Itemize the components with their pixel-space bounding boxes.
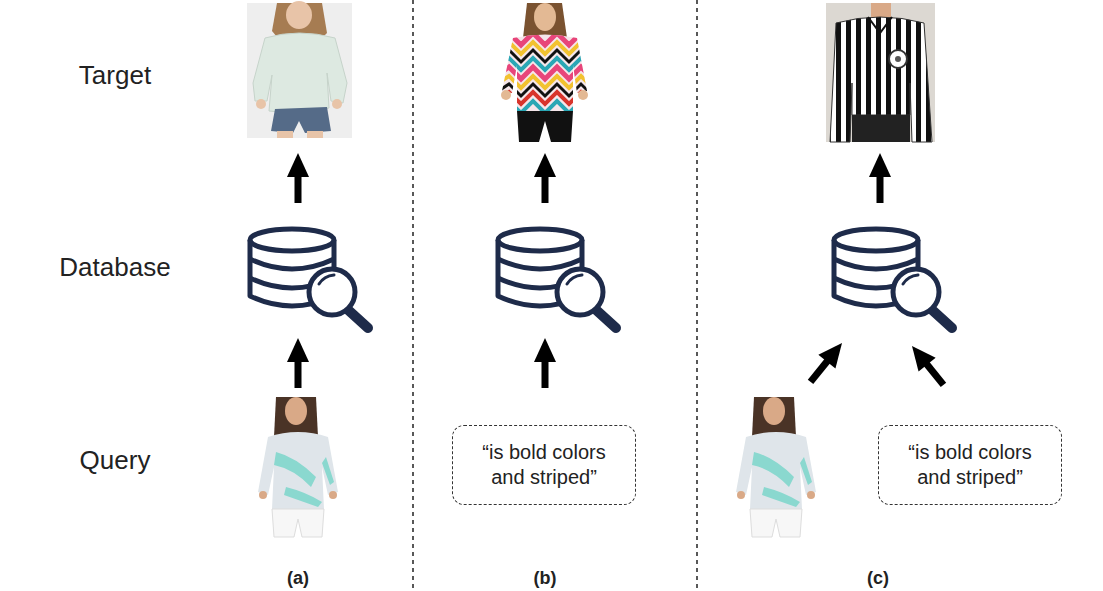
up-arrow bbox=[869, 153, 891, 203]
tie-dye bbox=[274, 452, 316, 487]
database-icon bbox=[498, 229, 616, 328]
panel-label-box: (b) bbox=[534, 568, 557, 589]
shorts bbox=[271, 107, 331, 133]
panel-label: (c) bbox=[867, 568, 889, 588]
photo-background bbox=[826, 3, 935, 142]
face bbox=[286, 1, 312, 29]
target-photo bbox=[826, 3, 935, 142]
diagonal-arrow bbox=[802, 336, 851, 389]
row-label: Database bbox=[59, 252, 170, 282]
query-photo bbox=[256, 397, 340, 537]
tie-dye bbox=[762, 487, 800, 507]
up-arrow bbox=[534, 153, 556, 203]
striped-shirt bbox=[830, 17, 932, 142]
panel-label: (b) bbox=[534, 568, 557, 588]
panel-label-box: (c) bbox=[867, 568, 889, 589]
collar bbox=[868, 17, 892, 33]
hand bbox=[332, 99, 342, 109]
up-arrow bbox=[287, 153, 309, 203]
row-label-box: Target bbox=[79, 60, 151, 91]
hand bbox=[737, 491, 745, 499]
photo-background bbox=[497, 3, 592, 142]
blouse bbox=[736, 432, 816, 509]
database-icon bbox=[250, 229, 368, 328]
row-label-box: Query bbox=[80, 445, 151, 476]
panel-label-box: (a) bbox=[287, 568, 309, 589]
database-icon bbox=[834, 229, 952, 328]
flower-print bbox=[895, 56, 901, 62]
row-label: Target bbox=[79, 60, 151, 90]
trousers bbox=[272, 509, 324, 537]
query-text: “is bold colors and striped” bbox=[897, 440, 1043, 490]
query-photo bbox=[734, 397, 818, 537]
photo-background bbox=[256, 397, 340, 537]
panel-divider bbox=[412, 0, 414, 591]
hand bbox=[329, 491, 337, 499]
blouse bbox=[258, 432, 338, 509]
leg bbox=[277, 131, 293, 138]
query-text-box: “is bold colors and striped” bbox=[452, 425, 636, 505]
hand bbox=[807, 491, 815, 499]
tie-dye bbox=[752, 452, 794, 487]
diagonal-arrow bbox=[903, 339, 952, 392]
query-text-box: “is bold colors and striped” bbox=[878, 425, 1062, 505]
up-arrow bbox=[287, 338, 309, 388]
target-photo bbox=[497, 3, 593, 142]
tie-dye bbox=[322, 457, 334, 485]
trousers bbox=[517, 111, 573, 142]
flower-print bbox=[889, 50, 907, 68]
tie-dye bbox=[800, 457, 812, 485]
zigzag-pattern bbox=[497, 33, 593, 113]
row-label: Query bbox=[80, 445, 151, 475]
query-text: “is bold colors and striped” bbox=[471, 440, 617, 490]
panel-label: (a) bbox=[287, 568, 309, 588]
face bbox=[285, 397, 307, 425]
hand bbox=[501, 90, 511, 100]
up-arrow bbox=[534, 338, 556, 388]
trousers bbox=[750, 509, 802, 537]
leg bbox=[307, 131, 323, 138]
target-photo bbox=[247, 1, 352, 138]
hand bbox=[256, 99, 266, 109]
panel-divider bbox=[696, 0, 698, 591]
photo-background bbox=[734, 397, 818, 537]
face bbox=[534, 3, 556, 31]
hand bbox=[259, 491, 267, 499]
row-label-box: Database bbox=[59, 252, 170, 283]
zigzag bbox=[497, 33, 593, 45]
trousers bbox=[852, 115, 910, 142]
face bbox=[763, 397, 785, 425]
blouse bbox=[253, 33, 347, 112]
hand bbox=[578, 90, 588, 100]
tie-dye bbox=[284, 487, 322, 507]
